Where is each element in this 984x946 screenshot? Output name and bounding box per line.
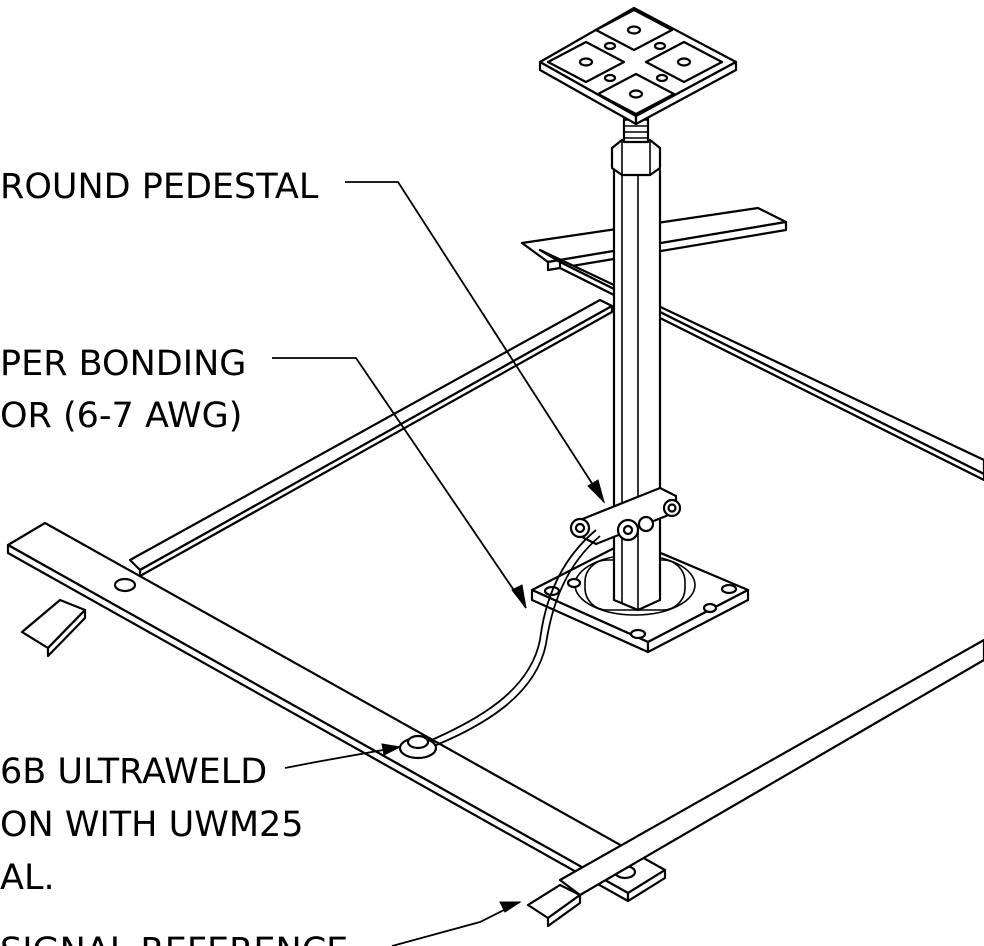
leader-ground-pedestal — [345, 181, 605, 504]
grounding-clamp — [569, 486, 682, 546]
callout-3-line1: 6B ULTRAWELD — [0, 752, 267, 792]
callout-3-line3: AL. — [0, 858, 55, 898]
callout-2-line2: OR (6-7 AWG) — [0, 396, 242, 436]
callout-3-line2: ON WITH UWM25 — [0, 805, 304, 845]
leader-ultraweld — [284, 743, 402, 769]
pedestal-nut — [610, 138, 662, 177]
strip-hole-left — [113, 577, 137, 593]
base-hole-5 — [566, 577, 582, 589]
copper-strip-front — [6, 521, 667, 903]
leader-bonding-conductor — [272, 357, 527, 609]
clamp-bolt-mid — [637, 515, 655, 533]
copper-strip-lower-left — [20, 598, 87, 658]
pedestal-head — [538, 6, 738, 126]
base-hole-4 — [702, 602, 718, 614]
callout-1-line1: ROUND PEDESTAL — [0, 167, 319, 207]
copper-strip-diagonal-left — [128, 298, 614, 578]
copper-strip-right-lower — [526, 638, 984, 928]
copper-strip-diagonal-right — [538, 248, 984, 482]
callout-4-line1: SIGNAL REFERENCE — [0, 931, 348, 946]
pedestal-column — [612, 158, 662, 612]
bonding-conductor-wire — [419, 529, 601, 751]
callout-2-line1: PER BONDING — [0, 344, 246, 384]
base-hole-2 — [629, 628, 647, 640]
base-hole-3 — [720, 583, 738, 595]
exothermic-weld — [398, 734, 438, 760]
leader-signal-reference — [391, 901, 522, 946]
